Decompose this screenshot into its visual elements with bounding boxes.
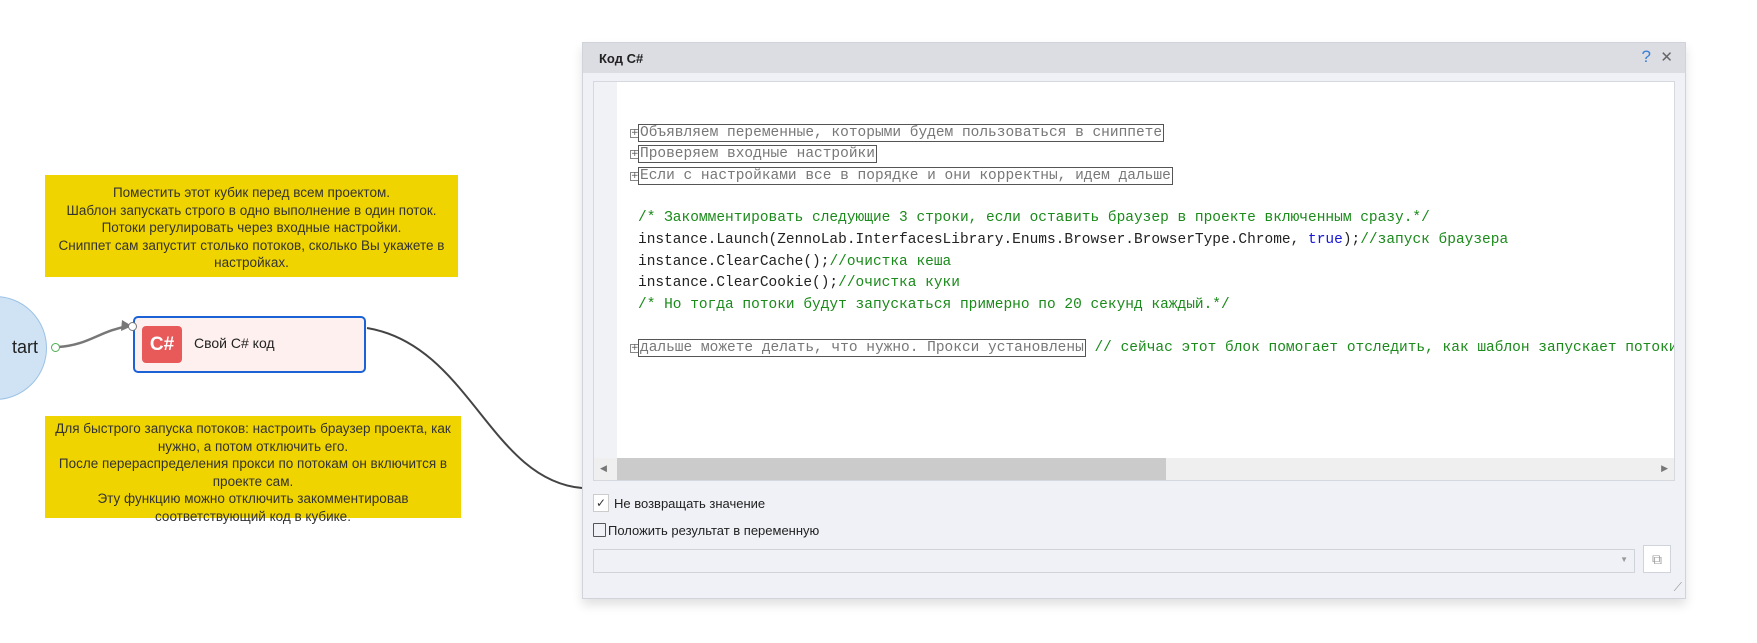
dialog-title: Код C# xyxy=(599,51,644,66)
copy-button[interactable]: ⧉ xyxy=(1643,545,1671,573)
start-output-port[interactable] xyxy=(51,343,60,352)
code-dialog: Код C# ? ✕ + Объявляем переменные, котор… xyxy=(582,42,1686,599)
variable-select[interactable]: ▼ xyxy=(593,549,1635,573)
code-line-cookie: instance.ClearCookie();//очистка куки xyxy=(638,273,960,293)
note-bottom[interactable]: Для быстрого запуска потоков: настроить … xyxy=(45,416,461,524)
expand-region-icon[interactable]: + xyxy=(630,343,639,353)
wire-node-out xyxy=(366,327,583,489)
help-icon[interactable]: ? xyxy=(1641,47,1651,66)
code-text: ); xyxy=(1342,232,1361,248)
no-return-label[interactable]: Не возвращать значение xyxy=(614,496,766,511)
resize-grip-icon[interactable]: ⟋ xyxy=(1673,580,1682,594)
chevron-down-icon[interactable]: ▼ xyxy=(1620,555,1628,564)
dialog-titlebar[interactable]: Код C# ? ✕ xyxy=(583,43,1685,73)
collapsed-region[interactable]: дальше можете делать, что нужно. Прокси … xyxy=(638,339,1086,357)
collapsed-region[interactable]: Объявляем переменные, которыми будем пол… xyxy=(638,124,1165,142)
code-line-cache: instance.ClearCache();//очистка кеша xyxy=(638,252,951,272)
scroll-right-icon[interactable]: ▶ xyxy=(1661,463,1668,473)
code-comment: // сейчас этот блок помогает отследить, … xyxy=(1085,340,1675,356)
save-result-label: Положить результат в переменную xyxy=(608,523,820,538)
expand-region-icon[interactable]: + xyxy=(630,171,639,181)
code-editor[interactable]: + Объявляем переменные, которыми будем п… xyxy=(593,81,1675,481)
node-input-port[interactable] xyxy=(128,322,137,331)
csharp-code-node[interactable]: C# Свой C# код xyxy=(133,316,366,373)
horizontal-scrollbar[interactable]: ◀ ▶ xyxy=(594,458,1674,480)
wire-arrowhead xyxy=(121,320,132,331)
code-comment: /* Но тогда потоки будут запускаться при… xyxy=(638,297,1230,313)
code-comment: //запуск браузера xyxy=(1360,232,1509,248)
expand-region-icon[interactable]: + xyxy=(630,128,639,138)
save-icon xyxy=(593,523,606,537)
code-text: instance.Launch(ZennoLab.InterfacesLibra… xyxy=(638,232,1309,248)
no-return-checkbox[interactable]: ✓ xyxy=(593,494,609,512)
node-label: Свой C# код xyxy=(194,335,275,351)
editor-gutter xyxy=(594,82,617,458)
start-label: tart xyxy=(11,337,38,357)
expand-region-icon[interactable]: + xyxy=(630,149,639,159)
csharp-icon: C# xyxy=(142,326,182,363)
note-top[interactable]: Поместить этот кубик перед всем проектом… xyxy=(45,175,458,277)
wire-start-to-node xyxy=(57,324,131,349)
copy-icon: ⧉ xyxy=(1652,551,1662,567)
code-comment: //очистка кеша xyxy=(829,254,952,270)
code-line-launch: instance.Launch(ZennoLab.InterfacesLibra… xyxy=(638,230,1508,250)
code-comment: //очистка куки xyxy=(838,275,960,291)
scroll-left-icon[interactable]: ◀ xyxy=(600,463,607,473)
code-text: instance.ClearCookie(); xyxy=(638,275,839,291)
scrollbar-thumb[interactable] xyxy=(617,458,1166,480)
code-comment: /* Закомментировать следующие 3 строки, … xyxy=(638,210,1430,226)
close-icon[interactable]: ✕ xyxy=(1660,49,1673,66)
collapsed-region[interactable]: Проверяем входные настройки xyxy=(638,145,877,163)
code-keyword: true xyxy=(1308,232,1343,248)
collapsed-region[interactable]: Если с настройками все в порядке и они к… xyxy=(638,167,1173,185)
code-text: instance.ClearCache(); xyxy=(638,254,830,270)
